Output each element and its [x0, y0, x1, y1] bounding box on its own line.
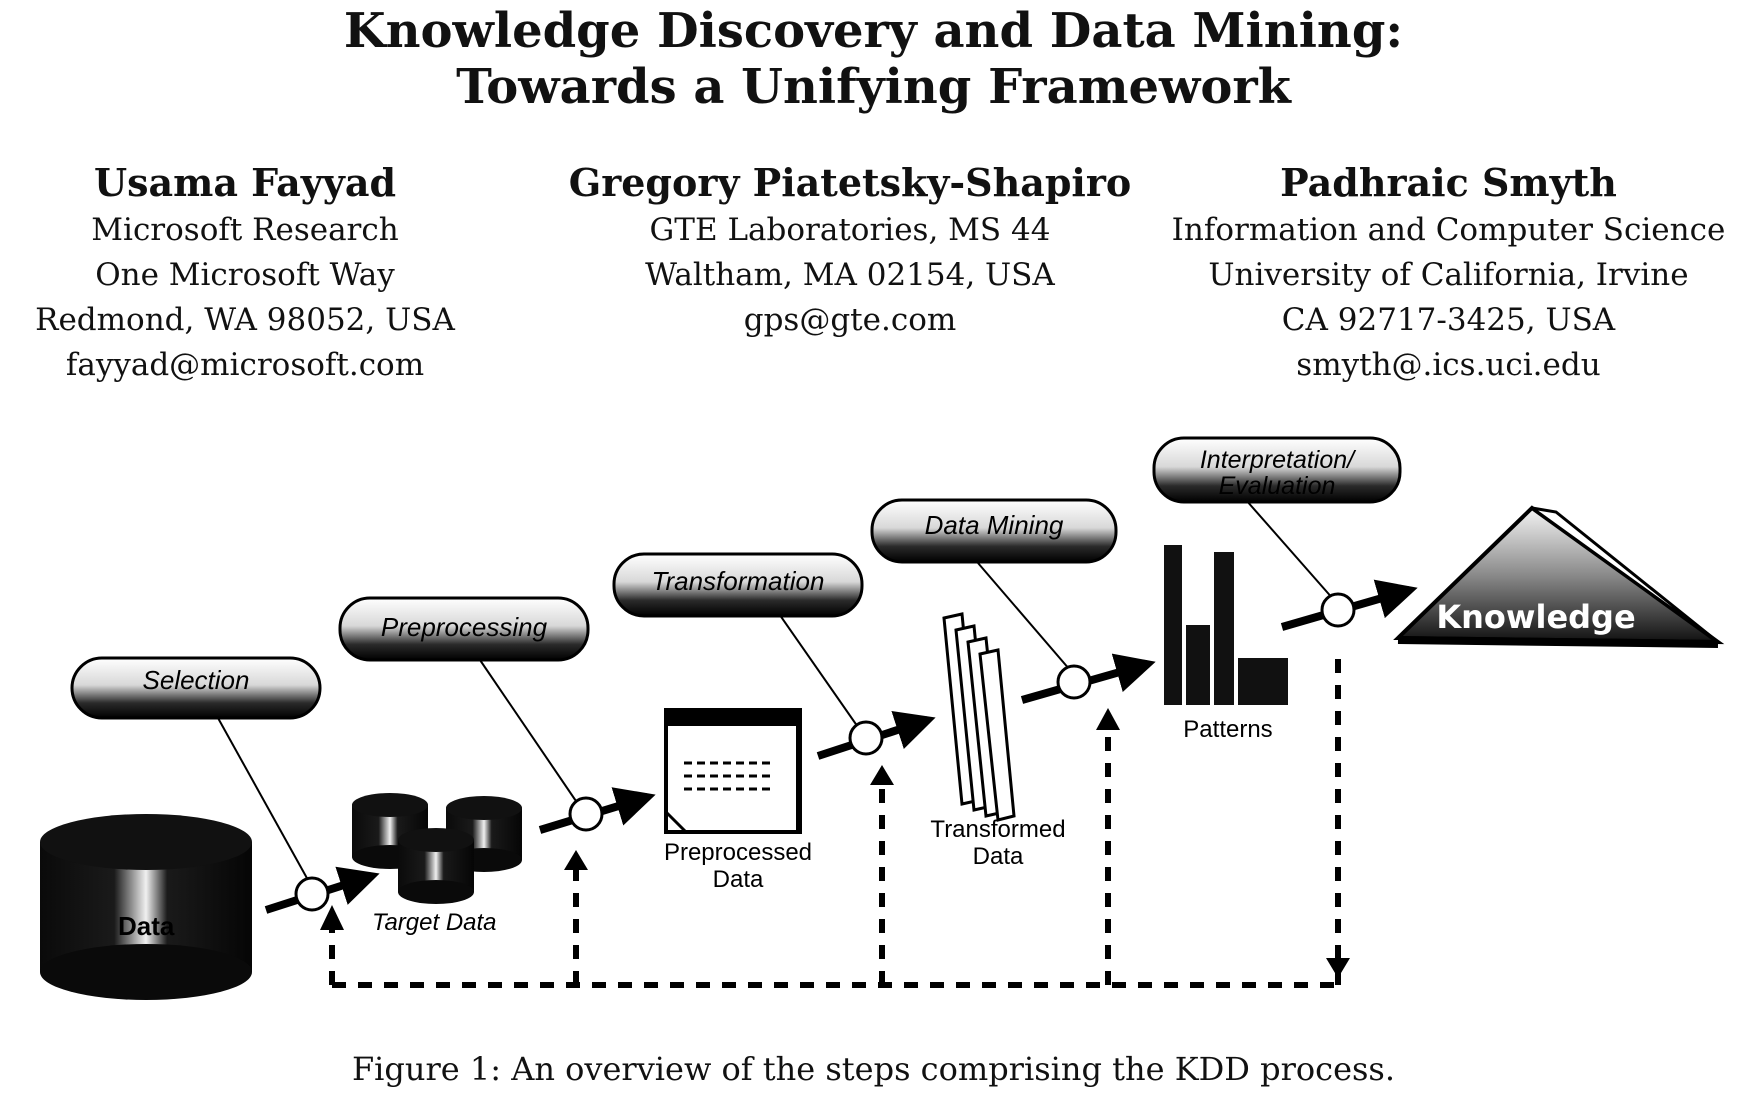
step-connectors — [217, 499, 1335, 881]
node-label-preprocessed-line-2: Data — [713, 866, 764, 893]
step-label-interpretation: Interpretation/ Evaluation — [1152, 436, 1402, 504]
node-label-transformed-line-1: Transformed — [930, 816, 1065, 843]
author-block-fayyad: Usama Fayyad Microsoft Research One Micr… — [10, 158, 480, 388]
author-name: Gregory Piatetsky-Shapiro — [568, 160, 1132, 205]
step-label-data-mining: Data Mining — [870, 498, 1118, 564]
node-label-data: Data — [118, 911, 175, 941]
step-label-data-mining-text: Data Mining — [925, 510, 1064, 540]
step-label-transformation: Transformation — [612, 552, 864, 618]
author-affiliation-line: One Microsoft Way — [95, 257, 395, 293]
figure-caption: Figure 1: An overview of the steps compr… — [351, 1050, 1396, 1088]
knowledge-pyramid-icon — [1393, 505, 1725, 648]
author-affiliation-line: CA 92717-3425, USA — [1281, 302, 1616, 338]
author-affiliation-line: Redmond, WA 98052, USA — [35, 302, 455, 338]
author-affiliation-line: University of California, Irvine — [1208, 257, 1689, 293]
author-email: fayyad@microsoft.com — [65, 347, 425, 383]
step-node-preprocessing — [568, 796, 604, 832]
step-label-selection-text: Selection — [143, 665, 250, 695]
step-label-preprocessing: Preprocessing — [338, 596, 590, 662]
author-affiliation-line: Information and Computer Science — [1171, 212, 1726, 248]
target-data-cylinders-icon — [352, 793, 522, 904]
step-nodes — [294, 592, 1356, 912]
feedback-down-arrow-icon — [1326, 958, 1350, 978]
feedback-loop — [329, 655, 1341, 988]
transformed-data-stack-icon — [942, 612, 1016, 822]
node-label-target-data: Target Data — [372, 909, 497, 936]
step-node-transformation — [848, 720, 884, 756]
step-label-interpretation-text-1: Interpretation/ — [1200, 446, 1357, 474]
step-node-interpretation — [1320, 592, 1356, 628]
step-label-preprocessing-text: Preprocessing — [381, 612, 548, 642]
paper-title-line-1: Knowledge Discovery and Data Mining: — [343, 3, 1404, 59]
feedback-arrowheads — [320, 708, 1350, 978]
feedback-up-arrow-icon — [870, 765, 894, 785]
author-block-smyth: Padhraic Smyth Information and Computer … — [1150, 158, 1747, 388]
feedback-up-arrow-icon — [564, 850, 588, 870]
author-affiliation-line: Waltham, MA 02154, USA — [645, 257, 1055, 293]
node-label-preprocessed-line-1: Preprocessed — [664, 839, 812, 866]
author-affiliation-line: Microsoft Research — [91, 212, 399, 248]
step-label-transformation-text: Transformation — [652, 566, 825, 596]
node-label-transformed-line-2: Data — [973, 843, 1024, 870]
author-name: Usama Fayyad — [93, 160, 397, 205]
step-node-selection — [294, 876, 330, 912]
step-label-interpretation-text-2: Evaluation — [1219, 472, 1336, 500]
node-label-knowledge: Knowledge — [1436, 598, 1635, 636]
author-block-piatetsky-shapiro: Gregory Piatetsky-Shapiro GTE Laboratori… — [540, 158, 1160, 343]
patterns-bars-icon — [1164, 545, 1288, 705]
kdd-process-diagram: Data Target Data Preprocessed — [40, 436, 1725, 1000]
feedback-up-arrow-icon — [1096, 708, 1120, 730]
author-email: smyth@.ics.uci.edu — [1296, 347, 1601, 383]
node-label-patterns: Patterns — [1183, 716, 1272, 743]
author-affiliation-line: GTE Laboratories, MS 44 — [649, 212, 1051, 248]
author-email: gps@gte.com — [743, 302, 957, 338]
author-name: Padhraic Smyth — [1280, 160, 1617, 205]
data-cylinder-icon: Data — [40, 814, 252, 1000]
preprocessed-data-document-icon — [664, 708, 802, 834]
feedback-up-arrow-icon — [320, 905, 344, 930]
paper-title-line-2: Towards a Unifying Framework — [456, 59, 1291, 115]
step-label-selection: Selection — [70, 656, 322, 720]
step-node-data-mining — [1056, 664, 1092, 700]
